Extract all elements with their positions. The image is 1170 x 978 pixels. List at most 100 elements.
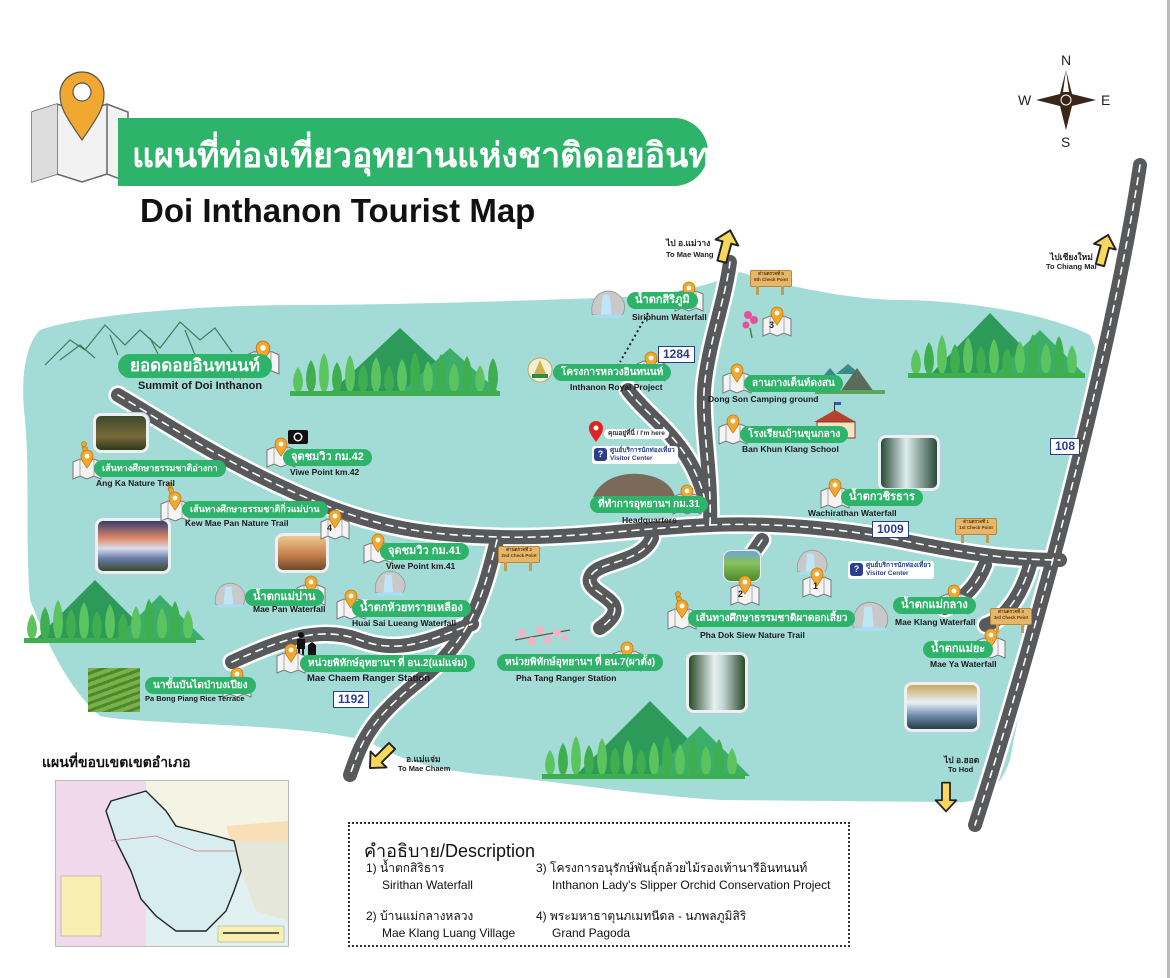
main-road	[117, 394, 1061, 561]
tree	[924, 342, 934, 375]
description-item-en: Mae Klang Luang Village	[382, 926, 516, 940]
description-item-en: Grand Pagoda	[552, 926, 631, 940]
label-pha-dok-siew[interactable]: เส้นทางศึกษาธรรมชาติผาดอกเสี้ยว	[688, 610, 856, 627]
compass-west: W	[1018, 92, 1032, 108]
compass-east: E	[1101, 92, 1111, 108]
label-pha-tang-ranger[interactable]: หน่วยพิทักษ์อุทยานฯ ที่ อน.7(ผาตั้ง)	[497, 654, 664, 671]
label-headquarters[interactable]: ที่ทำการอุทยานฯ กม.31	[590, 496, 708, 513]
tree	[1002, 348, 1012, 375]
label-siriphum[interactable]: น้ำตกสิริภูมิ	[627, 292, 698, 309]
ground	[542, 774, 745, 779]
tree	[170, 601, 180, 640]
tree	[449, 363, 459, 393]
label-mae-ya[interactable]: น้ำตกแม่ยะ	[923, 641, 994, 658]
tree	[410, 352, 420, 393]
waterfall-icon	[591, 290, 626, 318]
tree	[989, 339, 999, 375]
route-1009: 1009	[872, 521, 909, 538]
compass-south: S	[1061, 134, 1071, 150]
label-summit-en: Summit of Doi Inthanon	[138, 380, 263, 392]
label-kew-mae-pan[interactable]: เส้นทางศึกษาธรรมชาติกิ่วแม่ปาน	[182, 501, 328, 518]
tree	[144, 599, 154, 640]
tree	[332, 362, 342, 393]
cherry-blossom-icon	[514, 626, 571, 645]
visitor-center-icon: ?	[850, 563, 863, 576]
tree	[610, 747, 620, 776]
ranger-icon	[297, 632, 316, 655]
tree	[319, 353, 329, 393]
tree	[436, 354, 446, 393]
ground	[290, 391, 500, 396]
compass-north: N	[1061, 52, 1072, 68]
tree	[545, 750, 555, 776]
label-mae-pan[interactable]: น้ำตกแม่ปาน	[245, 589, 324, 606]
label-royal-project[interactable]: โครงการหลวงอินทนนท์	[553, 364, 672, 381]
label-ban-khun-klang[interactable]: โรงเรียนบ้านขุนกลาง	[740, 426, 849, 443]
tree	[66, 609, 76, 640]
locator-map-title: แผนที่ขอบเขตเขตอำเภอ	[42, 754, 191, 770]
description-item-label: 4) พระมหาธาตุนภเมทนีดล - นภพลภูมิสิริ	[536, 909, 747, 923]
direction-mae-wang-en: To Mae Wang	[666, 250, 714, 259]
tree	[636, 749, 646, 776]
checkpoint-1-en: 1st Check Point	[959, 525, 993, 530]
tree	[462, 356, 472, 393]
tree	[371, 357, 381, 393]
direction-mae-chaem: อ.แม่แจ่ม	[406, 754, 441, 764]
label-viewpoint-41-en: Viwe Point km.41	[386, 561, 456, 571]
tree	[1067, 345, 1077, 375]
label-mae-chaem-ranger-en: Mae Chaem Ranger Station	[307, 673, 430, 684]
direction-hod: ไป อ.ฮอด	[944, 755, 980, 765]
label-ang-ka[interactable]: เส้นทางศึกษาธรรมชาติอ่างกา	[94, 460, 226, 477]
visitor-center-en: Visitor Center	[866, 570, 909, 577]
label-pa-bong-piang[interactable]: นาขั้นบันไดป่าบงเปียง	[145, 677, 256, 694]
tree	[1028, 334, 1038, 375]
tree	[584, 745, 594, 776]
route-1192: 1192	[333, 691, 370, 708]
camera-icon	[288, 430, 308, 444]
tree	[558, 743, 568, 776]
label-wachirathan-en: Wachirathan Waterfall	[808, 508, 897, 518]
tree	[688, 737, 698, 776]
checkpoint-1-th: ด่านตรวจที่ 1	[963, 519, 989, 524]
label-viewpoint-41[interactable]: จุดชมวิว กม.41	[380, 543, 469, 560]
folded-map-icon	[31, 71, 129, 184]
tree	[475, 365, 485, 393]
description-item-en: Sirithan Waterfall	[382, 878, 473, 892]
tree	[937, 335, 947, 375]
tree	[345, 355, 355, 393]
label-summit[interactable]: ยอดดอยอินทนนท์	[118, 354, 272, 378]
visitor-center-1[interactable]: ? ศูนย์บริการนักท่องเที่ยว Visitor Cente…	[592, 446, 678, 464]
map-pin-icon	[730, 574, 760, 606]
label-mae-klang[interactable]: น้ำตกแม่กลาง	[893, 597, 976, 614]
checkpoint-3-th: ด่านตรวจที่ 3	[998, 609, 1024, 614]
tree	[53, 600, 63, 640]
description-legend: คำอธิบาย/Description 1) น้ำตกสิริธาร Sir…	[348, 822, 850, 947]
road-royal-project	[627, 389, 706, 501]
tree	[675, 744, 685, 776]
map-pin-icon	[762, 305, 792, 337]
checkpoint-3-en: 3rd Check Point	[993, 615, 1029, 620]
visitor-center-2[interactable]: ? ศูนย์บริการนักท่องเที่ยว Visitor Cente…	[848, 561, 934, 579]
label-viewpoint-42[interactable]: จุดชมวิว กม.42	[283, 449, 372, 466]
title-banner	[118, 118, 708, 186]
label-siriphum-en: Siriphum Waterfall	[632, 312, 707, 322]
tree	[92, 611, 102, 640]
roads	[108, 155, 1150, 835]
label-kew-mae-pan-en: Kew Mae Pan Nature Trail	[185, 518, 289, 528]
tree	[358, 364, 368, 393]
forest-south	[542, 701, 750, 779]
tree	[384, 366, 394, 393]
compass-rose-icon	[1036, 70, 1096, 130]
direction-mae-wang: ไป อ.แม่วาง	[666, 238, 711, 248]
visitor-center-th: ศูนย์บริการนักท่องเที่ยว	[866, 562, 931, 569]
label-dong-son[interactable]: ลานกางเต็นท์ดงสน	[744, 375, 843, 392]
label-ban-khun-klang-en: Ban Khun Klang School	[742, 444, 839, 454]
label-mae-chaem-ranger[interactable]: หน่วยพิทักษ์อุทยานฯ ที่ อน.2(แม่แจ่ม)	[300, 655, 476, 672]
tree	[662, 735, 672, 776]
label-huai-sai-lueang[interactable]: น้ำตกห้วยทรายเหลือง	[352, 600, 471, 617]
description-item-label: 3) โครงการอนุรักษ์พันธุ์กล้วยไม้รองเท้าน…	[536, 861, 808, 875]
label-wachirathan[interactable]: น้ำตกวชิรธาร	[841, 489, 923, 506]
tree	[423, 361, 433, 393]
